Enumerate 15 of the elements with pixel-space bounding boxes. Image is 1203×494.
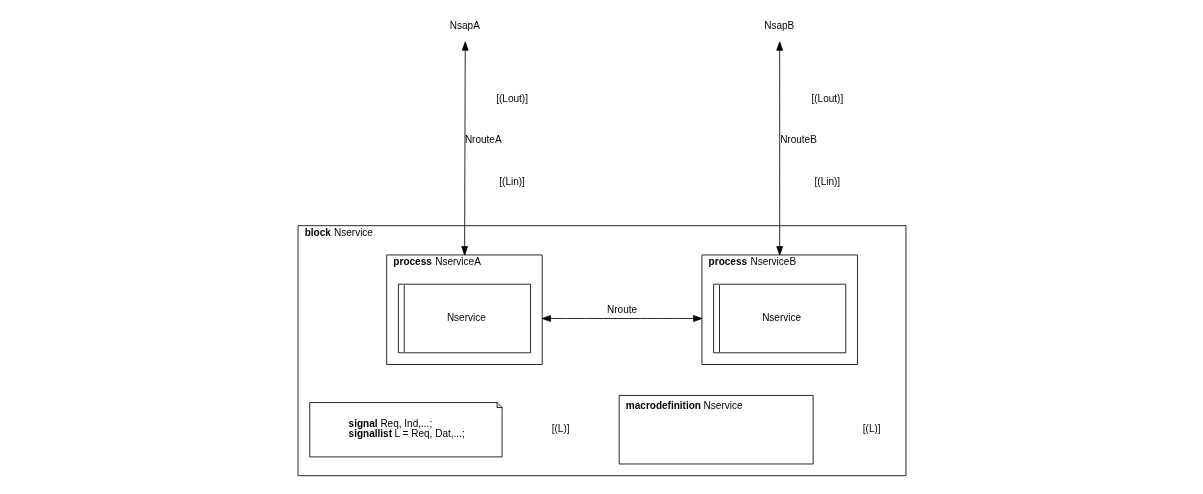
label: [(Lin)]	[498, 175, 525, 187]
node-box: macrodefinition Nservice	[618, 395, 814, 465]
arrow	[460, 41, 469, 256]
arrow	[541, 315, 702, 322]
label: [(Lout)]	[810, 93, 843, 104]
arrow	[775, 41, 783, 256]
label: [(L)]	[862, 423, 881, 435]
edge-label: NrouteB	[779, 134, 817, 146]
node-text: NsapA	[449, 20, 480, 32]
node-text: NsapB	[763, 20, 794, 32]
label: [(Lin)]	[814, 175, 840, 187]
edge-label: NrouteA	[464, 134, 502, 146]
label: [(Lout)]	[495, 93, 528, 104]
edge-label: Nroute	[606, 304, 637, 316]
label: [(L)]	[551, 423, 570, 435]
